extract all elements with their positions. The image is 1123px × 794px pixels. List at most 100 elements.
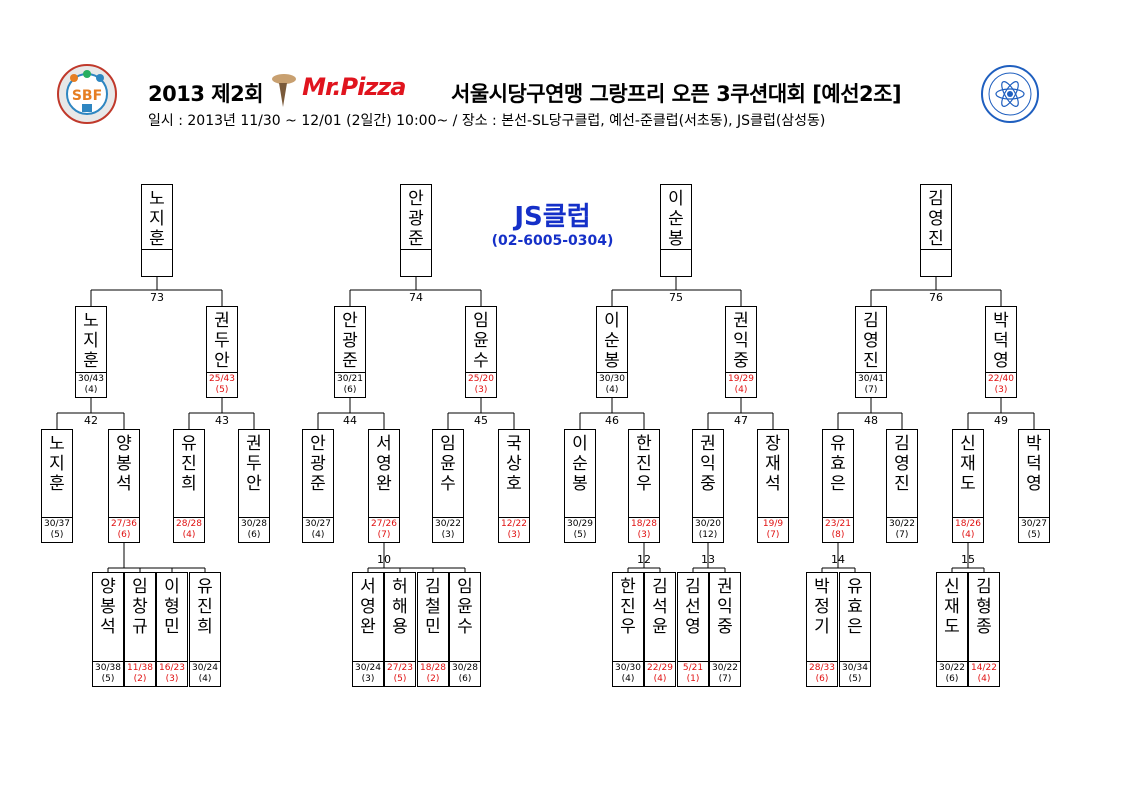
score-value: 30/30 bbox=[599, 374, 625, 384]
innings-value: (2) bbox=[426, 674, 440, 684]
player-score: 19/29(4) bbox=[726, 372, 756, 397]
innings-value: (5) bbox=[1027, 530, 1041, 540]
player-score: 27/26(7) bbox=[369, 517, 399, 542]
innings-value: (3) bbox=[474, 385, 488, 395]
title-main: 서울시당구연맹 그랑프리 오픈 3쿠션대회 [예선2조] bbox=[451, 82, 902, 106]
score-value: 30/22 bbox=[435, 519, 461, 529]
score-value: 28/33 bbox=[809, 663, 835, 673]
player-score: 30/29(5) bbox=[565, 517, 595, 542]
score-value: 30/24 bbox=[355, 663, 381, 673]
player-score: 30/21(6) bbox=[335, 372, 365, 397]
score-value: 14/22 bbox=[971, 663, 997, 673]
score-value: 30/22 bbox=[712, 663, 738, 673]
innings-value: (6) bbox=[945, 674, 959, 684]
innings-value: (3) bbox=[441, 530, 455, 540]
match-number: 42 bbox=[84, 414, 98, 427]
player-score: 30/43(4) bbox=[76, 372, 106, 397]
innings-value: (6) bbox=[458, 674, 472, 684]
venue-name: JS클럽 bbox=[514, 202, 591, 232]
score-value: 30/29 bbox=[567, 519, 593, 529]
score-value: 19/9 bbox=[762, 519, 784, 529]
player-score: 30/20(12) bbox=[693, 517, 723, 542]
score-value: 30/41 bbox=[858, 374, 884, 384]
player-score: 25/20(3) bbox=[466, 372, 496, 397]
innings-value: (4) bbox=[977, 674, 991, 684]
innings-value: (3) bbox=[361, 674, 375, 684]
score-value: 30/43 bbox=[78, 374, 104, 384]
player-score: 30/41(7) bbox=[856, 372, 886, 397]
score-value: 25/43 bbox=[209, 374, 235, 384]
match-number: 74 bbox=[409, 291, 423, 304]
innings-value: (4) bbox=[621, 674, 635, 684]
innings-value: (6) bbox=[247, 530, 261, 540]
player-score: 30/28(6) bbox=[450, 661, 480, 686]
innings-value: (4) bbox=[961, 530, 975, 540]
score-value: 30/28 bbox=[452, 663, 478, 673]
score-value: 30/30 bbox=[615, 663, 641, 673]
score-value: 16/23 bbox=[159, 663, 185, 673]
match-number: 15 bbox=[961, 553, 975, 566]
score-value: 25/20 bbox=[468, 374, 494, 384]
innings-value: (4) bbox=[198, 674, 212, 684]
empty-score-cell bbox=[142, 249, 172, 276]
innings-value: (7) bbox=[864, 385, 878, 395]
innings-value: (4) bbox=[734, 385, 748, 395]
player-score: 5/21(1) bbox=[678, 661, 708, 686]
score-value: 27/23 bbox=[387, 663, 413, 673]
venue-info: JS클럽 (02-6005-0304) bbox=[480, 202, 625, 250]
player-score: 30/28(6) bbox=[239, 517, 269, 542]
score-value: 22/29 bbox=[647, 663, 673, 673]
player-score: 30/38(5) bbox=[93, 661, 123, 686]
player-score: 22/40(3) bbox=[986, 372, 1016, 397]
player-score: 30/22(6) bbox=[937, 661, 967, 686]
score-value: 23/21 bbox=[825, 519, 851, 529]
score-value: 27/36 bbox=[111, 519, 137, 529]
event-info: 일시 : 2013년 11/30 ~ 12/01 (2일간) 10:00~ / … bbox=[148, 113, 826, 129]
